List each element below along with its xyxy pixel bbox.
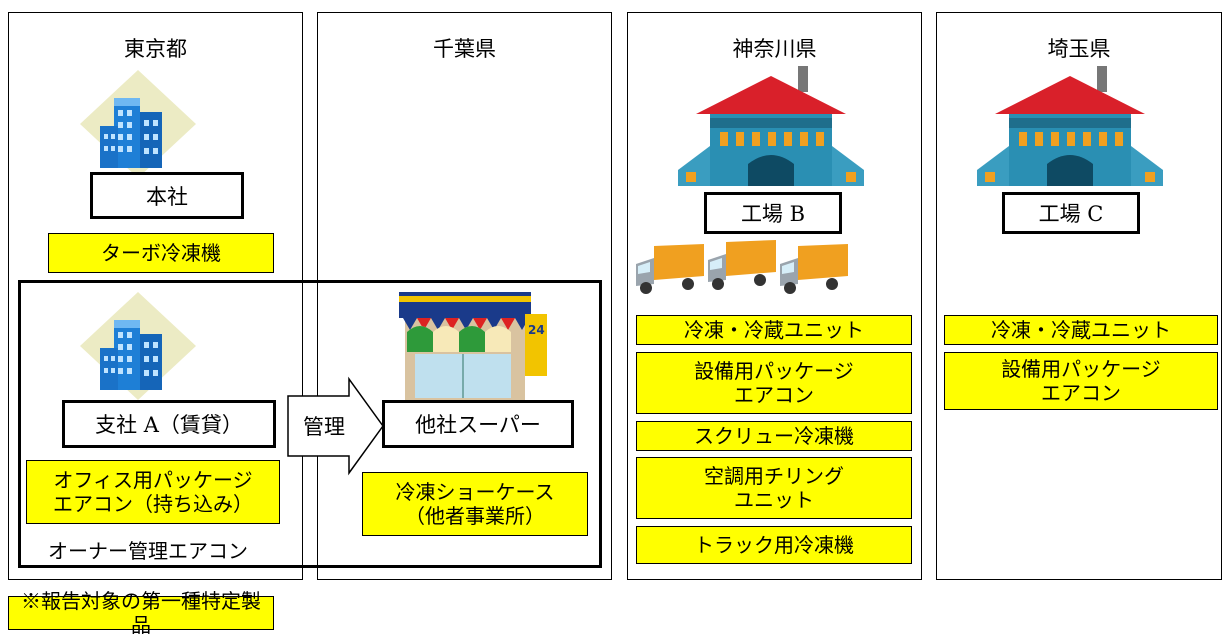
truck-icon [636, 244, 704, 294]
equipment-turbo-chiller: ターボ冷凍機 [48, 233, 274, 273]
b-chiller-line1: 空調用チリング [704, 464, 844, 488]
office-ac-line1: オフィス用パッケージ [53, 468, 253, 492]
site-other-super: 他社スーパー [382, 400, 574, 448]
equipment-c-refrig-unit: 冷凍・冷蔵ユニット [944, 315, 1218, 345]
office-building-icon [80, 70, 196, 178]
b-pkg-ac-line1: 設備用パッケージ [694, 359, 854, 383]
site-shisha-a: 支社 A（賃貸） [62, 400, 276, 448]
region-title-chiba: 千葉県 [433, 37, 496, 61]
owner-managed-frame [18, 280, 602, 568]
equipment-b-package-ac: 設備用パッケージ エアコン [636, 352, 912, 414]
management-arrow [287, 376, 384, 476]
b-chiller-line2: ユニット [734, 488, 814, 512]
region-title-kanagawa: 神奈川県 [732, 37, 817, 61]
office-ac-line2: エアコン（持ち込み） [53, 492, 253, 516]
equipment-b-refrig-unit: 冷凍・冷蔵ユニット [636, 315, 912, 345]
site-factory-c: 工場 C [1002, 192, 1140, 234]
site-honsha: 本社 [90, 172, 244, 219]
legend-reportable-products: ※報告対象の第一種特定製品 [8, 589, 274, 637]
management-label: 管理 [303, 415, 345, 439]
owner-managed-ac-label: オーナー管理エアコン [48, 539, 248, 563]
equipment-b-screw-chiller: スクリュー冷凍機 [636, 421, 912, 451]
equipment-c-package-ac: 設備用パッケージ エアコン [944, 352, 1218, 410]
site-factory-b: 工場 B [704, 192, 842, 234]
equipment-freezer-showcase: 冷凍ショーケース （他者事業所） [362, 472, 588, 536]
c-pkg-ac-line1: 設備用パッケージ [1001, 357, 1161, 381]
b-pkg-ac-line2: エアコン [734, 383, 814, 407]
office-building-icon [80, 292, 196, 400]
factory-icon [678, 66, 864, 186]
factory-icon [977, 66, 1163, 186]
region-title-saitama: 埼玉県 [1047, 37, 1111, 61]
region-title-tokyo: 東京都 [124, 37, 187, 61]
truck-icon [708, 240, 776, 290]
svg-text:24: 24 [528, 323, 545, 337]
truck-icon [780, 244, 848, 294]
convenience-store-icon: 24 [399, 292, 547, 400]
showcase-line1: 冷凍ショーケース [395, 480, 555, 504]
equipment-office-package-ac: オフィス用パッケージ エアコン（持ち込み） [26, 460, 280, 524]
equipment-b-chilling-unit: 空調用チリング ユニット [636, 457, 912, 519]
c-pkg-ac-line2: エアコン [1041, 381, 1121, 405]
equipment-b-truck-refrig: トラック用冷凍機 [636, 526, 912, 564]
showcase-line2: （他者事業所） [405, 504, 545, 528]
